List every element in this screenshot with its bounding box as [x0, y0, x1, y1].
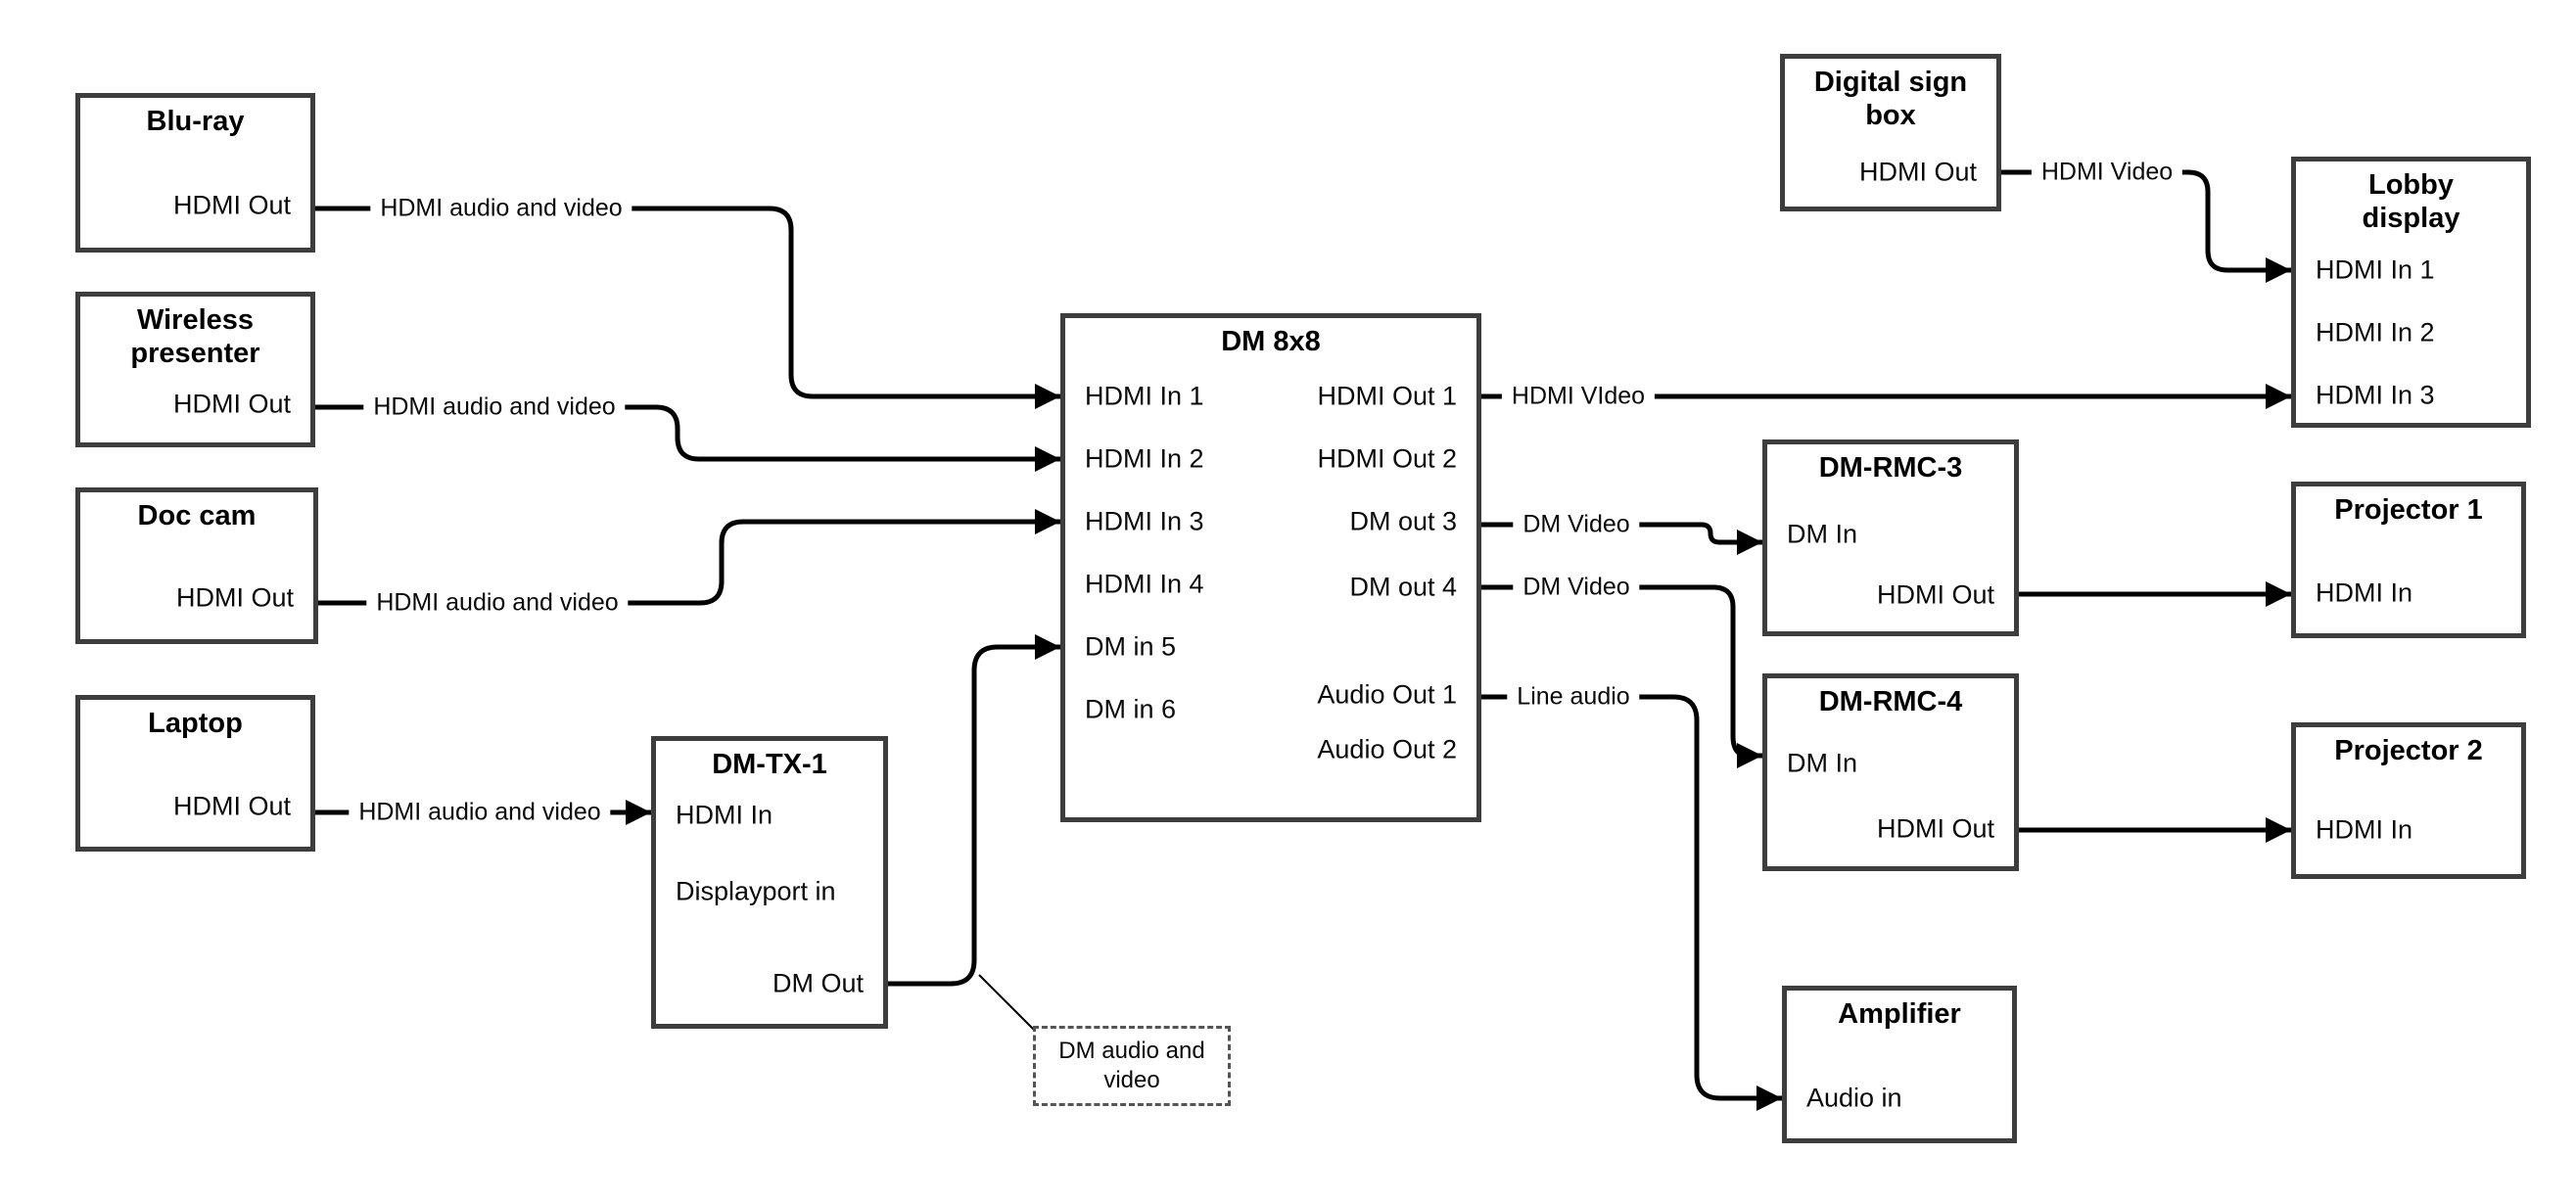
edge-dm8x8-out4-to-rmc4-dmin	[1481, 584, 1762, 768]
edge-wireless-to-dm8x8-in2	[315, 404, 1060, 472]
node-dm-rmc-3: DM-RMC-3 DM In HDMI Out	[1762, 439, 2019, 636]
port-dm-8x8-dm-out-4: DM out 4	[1349, 572, 1457, 602]
port-dm-8x8-audio-out-1: Audio Out 1	[1317, 679, 1457, 710]
port-lobby-display-hdmi-in-1: HDMI In 1	[2316, 254, 2435, 285]
edge-bluray-to-dm8x8-in1	[315, 206, 1060, 409]
edge-doccam-to-dm8x8-in3	[318, 509, 1060, 606]
node-title-wireless-presenter: Wireless presenter	[130, 304, 260, 370]
edge-label-doccam-to-dm8x8-in3: HDMI audio and video	[366, 586, 629, 620]
port-digital-sign-box-hdmi-out: HDMI Out	[1858, 157, 1977, 187]
port-doc-cam-hdmi-out: HDMI Out	[175, 582, 294, 613]
port-lobby-display-hdmi-in-2: HDMI In 2	[2316, 317, 2435, 347]
port-dm-8x8-hdmi-in-4: HDMI In 4	[1085, 569, 1204, 599]
port-dm-rmc-4-hdmi-out: HDMI Out	[1876, 813, 1994, 844]
edge-label-bluray-to-dm8x8-in1: HDMI audio and video	[370, 192, 632, 225]
port-amplifier-audio-in: Audio in	[1806, 1083, 1902, 1113]
port-dm-8x8-dm-in-5: DM in 5	[1085, 631, 1177, 662]
node-title-laptop: Laptop	[148, 708, 243, 739]
port-dm-8x8-dm-in-6: DM in 6	[1085, 694, 1177, 724]
node-title-projector-2: Projector 2	[2334, 735, 2483, 766]
node-title-doc-cam: Doc cam	[137, 500, 257, 531]
port-dm-8x8-hdmi-out-1: HDMI Out 1	[1317, 381, 1457, 411]
edge-dmtx1-dmout-to-dm8x8-in5	[888, 634, 1060, 987]
port-wireless-presenter-hdmi-out: HDMI Out	[172, 389, 291, 419]
edge-label-digitalsign-to-lobby-in1: HDMI Video	[2031, 156, 2183, 189]
port-dm-rmc-4-dm-in: DM In	[1787, 748, 1858, 778]
edge-dm8x8-out3-to-rmc3-dmin	[1481, 522, 1762, 555]
port-dm-tx-1-dm-out: DM Out	[772, 968, 864, 998]
port-dm-8x8-audio-out-2: Audio Out 2	[1317, 734, 1457, 764]
node-title-projector-1: Projector 1	[2334, 494, 2483, 526]
edge-dm8x8-audioout1-to-amp	[1481, 694, 1782, 1111]
port-dm-rmc-3-dm-in: DM In	[1787, 519, 1858, 549]
node-title-dm-8x8: DM 8x8	[1221, 326, 1321, 357]
edge-label-laptop-to-dmtx1-hdmi-in: HDMI audio and video	[349, 796, 611, 829]
node-title-dm-tx-1: DM-TX-1	[712, 749, 827, 780]
port-dm-8x8-hdmi-in-1: HDMI In 1	[1085, 381, 1204, 411]
annotation-dm-audio-and-video: DM audio and video	[1033, 1026, 1231, 1106]
node-title-dm-rmc-3: DM-RMC-3	[1818, 452, 1963, 484]
node-title-lobby-display: Lobby display	[2362, 169, 2460, 235]
edge-label-dm8x8-out4-to-rmc4-dmin: DM Video	[1513, 571, 1640, 604]
node-title-digital-sign-box: Digital sign box	[1813, 67, 1968, 132]
port-laptop-hdmi-out: HDMI Out	[172, 791, 291, 821]
node-projector-2: Projector 2 HDMI In	[2291, 722, 2526, 879]
edge-digitalsign-to-lobby-in1	[2001, 169, 2291, 283]
port-dm-8x8-hdmi-out-2: HDMI Out 2	[1317, 443, 1457, 474]
edge-label-dm8x8-out3-to-rmc3-dmin: DM Video	[1513, 508, 1640, 541]
port-dm-8x8-hdmi-in-3: HDMI In 3	[1085, 506, 1204, 536]
port-dm-8x8-hdmi-in-2: HDMI In 2	[1085, 443, 1204, 474]
port-projector-2-hdmi-in: HDMI In	[2316, 814, 2413, 845]
port-dm-tx-1-displayport-in: Displayport in	[676, 876, 836, 906]
port-projector-1-hdmi-in: HDMI In	[2316, 577, 2413, 608]
node-title-amplifier: Amplifier	[1838, 998, 1961, 1030]
port-dm-8x8-dm-out-3: DM out 3	[1349, 506, 1457, 536]
node-title-dm-rmc-4: DM-RMC-4	[1818, 686, 1963, 717]
annotation-leader-line	[978, 974, 1037, 1033]
port-dm-tx-1-hdmi-in: HDMI In	[676, 800, 773, 830]
node-dm-rmc-4: DM-RMC-4 DM In HDMI Out	[1762, 673, 2019, 871]
edge-label-wireless-to-dm8x8-in2: HDMI audio and video	[363, 391, 626, 424]
port-blu-ray-hdmi-out: HDMI Out	[172, 190, 291, 220]
port-dm-rmc-3-hdmi-out: HDMI Out	[1876, 579, 1994, 610]
port-lobby-display-hdmi-in-3: HDMI In 3	[2316, 380, 2435, 410]
edge-label-dm8x8-audioout1-to-amp: Line audio	[1507, 680, 1640, 714]
edge-label-dm8x8-out1-to-lobby-in3: HDMI VIdeo	[1501, 380, 1656, 413]
node-projector-1: Projector 1 HDMI In	[2291, 482, 2526, 638]
node-title-blu-ray: Blu-ray	[146, 106, 245, 137]
